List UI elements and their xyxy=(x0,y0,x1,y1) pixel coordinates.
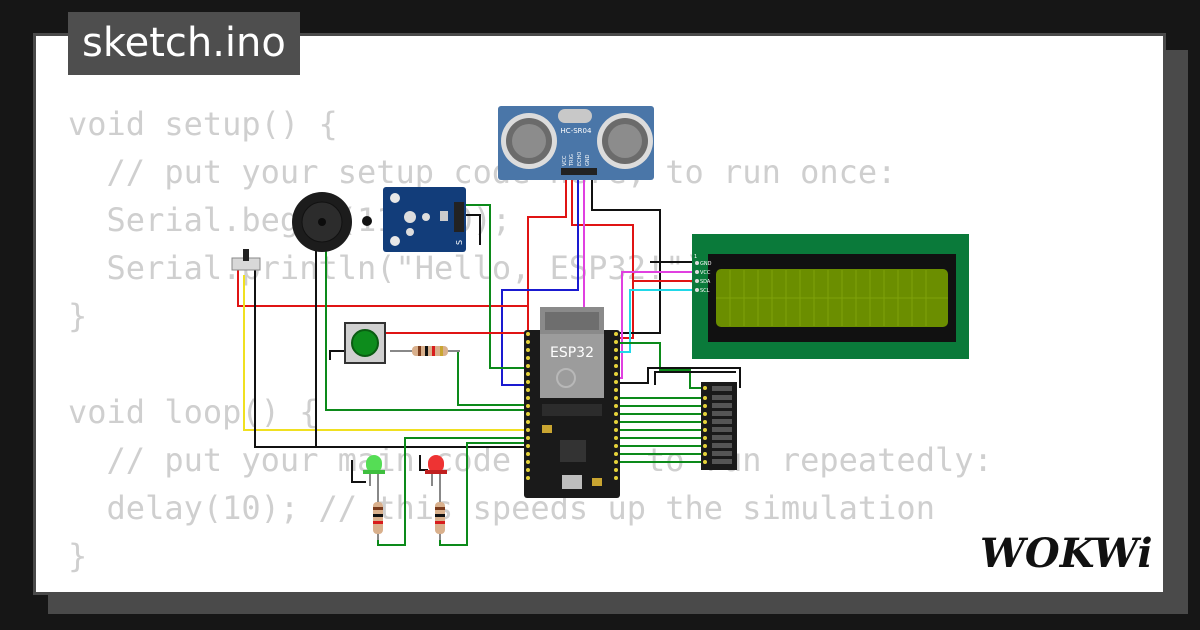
wire xyxy=(654,371,736,385)
wire xyxy=(419,455,428,471)
resistor[interactable] xyxy=(390,346,460,356)
ultrasonic-pin-label: ECHO xyxy=(577,152,583,166)
resistor[interactable] xyxy=(435,490,445,540)
esp32-board[interactable]: ESP32 xyxy=(524,307,620,498)
code-line: } xyxy=(68,537,88,575)
wire xyxy=(612,342,703,389)
ultrasonic-pin-label: VCC xyxy=(562,155,568,166)
wire xyxy=(325,226,528,411)
led-red[interactable] xyxy=(425,455,447,492)
wire xyxy=(329,350,345,360)
wire xyxy=(612,367,741,388)
pin-header[interactable] xyxy=(701,382,737,470)
ultrasonic-pin-label: TRIG xyxy=(569,154,575,167)
lcd-pin-label: SCL xyxy=(700,288,710,294)
lcd-pin-label: SDA xyxy=(700,279,711,285)
led-green[interactable] xyxy=(363,455,385,492)
code-line: void loop() { xyxy=(68,393,319,431)
wire xyxy=(501,160,579,386)
lcd-pin-index: 1 xyxy=(694,254,697,260)
resistor[interactable] xyxy=(373,490,383,540)
lcd-pin-label: GND xyxy=(700,261,712,267)
lcd-display[interactable]: 1 GND VCC SDA SCL xyxy=(692,234,969,359)
wire xyxy=(612,289,695,353)
esp32-pin-row-right xyxy=(614,332,618,480)
ultrasonic-pin-label: GND xyxy=(585,154,591,166)
ultrasonic-model: HC-SR04 xyxy=(561,127,592,135)
code-line: // put your setup code here, to run once… xyxy=(68,153,897,191)
file-tab[interactable]: sketch.ino xyxy=(68,12,300,75)
esp32-pin-row-left xyxy=(526,332,530,480)
sensor-module[interactable]: S xyxy=(362,187,466,252)
buzzer[interactable] xyxy=(292,192,352,252)
esp32-label: ESP32 xyxy=(550,345,594,361)
push-button[interactable] xyxy=(344,322,386,364)
wire xyxy=(527,160,567,333)
wire xyxy=(612,271,695,379)
ultrasonic-sensor[interactable]: HC-SR04 VCC TRIG ECHO GND xyxy=(498,106,654,180)
wire xyxy=(571,160,634,339)
wire xyxy=(377,437,528,546)
wokwi-logo[interactable]: WOKWi xyxy=(976,525,1152,577)
wire xyxy=(466,214,481,245)
lcd-pin-label: VCC xyxy=(700,270,711,276)
wire xyxy=(591,160,661,334)
wire xyxy=(466,204,528,369)
code-line: } xyxy=(68,297,88,335)
wire xyxy=(448,350,528,406)
wire xyxy=(243,275,528,431)
wire xyxy=(439,442,528,546)
wire xyxy=(254,265,528,448)
wire xyxy=(351,460,366,483)
code-line: void setup() { xyxy=(68,105,338,143)
wire xyxy=(237,265,529,330)
module-label: S xyxy=(455,240,464,245)
slide-switch[interactable] xyxy=(231,249,261,271)
wokwi-logo-text: WOKWi xyxy=(980,530,1152,577)
